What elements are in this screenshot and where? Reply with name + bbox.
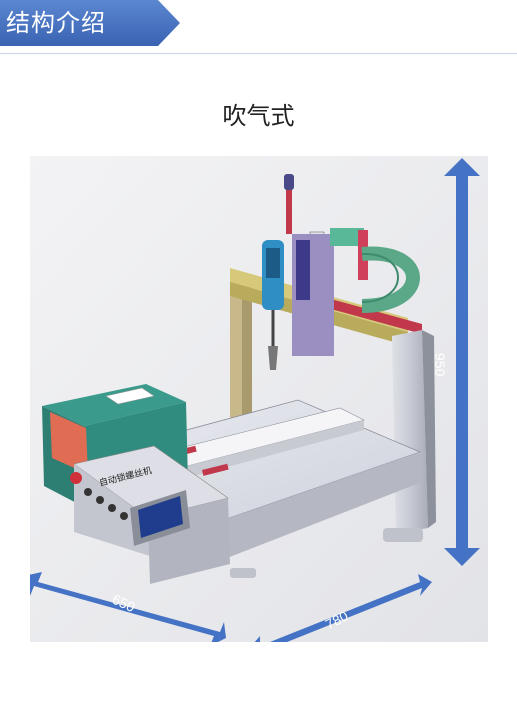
foot-right: [383, 528, 423, 542]
foot-front: [230, 568, 256, 578]
screw-feed-tube: [286, 176, 292, 234]
axis-block-green: [330, 228, 364, 246]
machine-type-caption: 吹气式: [222, 102, 295, 130]
hmi-screen: [138, 496, 183, 538]
feeder-tray: [105, 387, 155, 405]
feeder-front-panel: [50, 412, 88, 474]
cable-loop: [361, 246, 420, 313]
left-column: [230, 276, 242, 421]
machine-render: 自动锁螺丝机: [24, 156, 488, 660]
banner-divider: [0, 53, 517, 54]
emergency-stop-button: [70, 472, 82, 484]
height-dimension-label: 950: [432, 353, 448, 377]
screw-machine-illustration: 自动锁螺丝机: [24, 156, 488, 660]
width-arrow: [24, 572, 226, 646]
banner-arrow-shape: [0, 0, 180, 46]
section-banner: 结构介绍: [0, 0, 180, 46]
right-column: [392, 330, 428, 534]
beam-rail: [320, 296, 422, 334]
section-title: 结构介绍: [6, 9, 106, 37]
work-table-front: [218, 452, 422, 560]
dimension-arrows: [24, 158, 480, 660]
depth-arrow: [246, 574, 432, 660]
height-arrow: [444, 158, 480, 566]
